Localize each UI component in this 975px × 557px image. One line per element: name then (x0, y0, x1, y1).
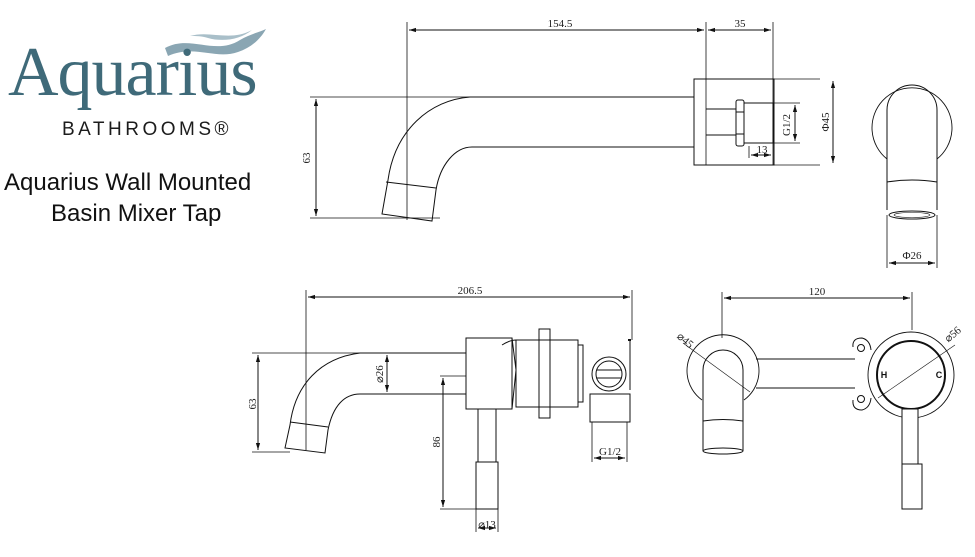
dim-spout-dia: ⌀26 (374, 365, 386, 383)
logo-wordmark: Aquarius (8, 34, 258, 111)
dim-outlet-dia: Φ26 (902, 250, 922, 262)
dim-thread-size: G1/2 (781, 114, 793, 136)
dim-body-depth: 35 (735, 18, 747, 30)
dim-assembly-thread: G1/2 (599, 446, 621, 458)
dim-backplate-dia: Φ45 (820, 112, 832, 132)
dim-valve-plate-dia: ⌀56 (942, 324, 964, 345)
wave-logo-icon (165, 29, 266, 56)
product-title-line1: Aquarius Wall Mounted (4, 169, 252, 196)
dim-spout-plate-dia: ⌀45 (674, 330, 696, 351)
dim-centres: 120 (809, 286, 826, 298)
spout-front-view (871, 84, 953, 268)
dim-spout-height: 63 (301, 152, 313, 164)
product-title-line2: Basin Mixer Tap (51, 200, 222, 227)
assembly-front-view (682, 292, 956, 510)
assembly-side-view (252, 290, 633, 532)
dim-thread-length: 13 (757, 144, 769, 156)
dim-spout-length: 154.5 (548, 18, 573, 30)
dim-assembly-height: 63 (247, 398, 259, 410)
logo-subtitle: BATHROOMS® (62, 119, 233, 140)
cold-label: C (936, 370, 943, 380)
hot-label: H (881, 370, 888, 380)
dim-overall-length: 206.5 (458, 285, 483, 297)
dim-handle-dia: ⌀13 (478, 519, 496, 531)
spout-side-view (310, 22, 836, 222)
brand-block: Aquarius BATHROOMS® Aquarius Wall Mounte… (0, 0, 300, 240)
dim-handle-length: 86 (431, 436, 443, 448)
